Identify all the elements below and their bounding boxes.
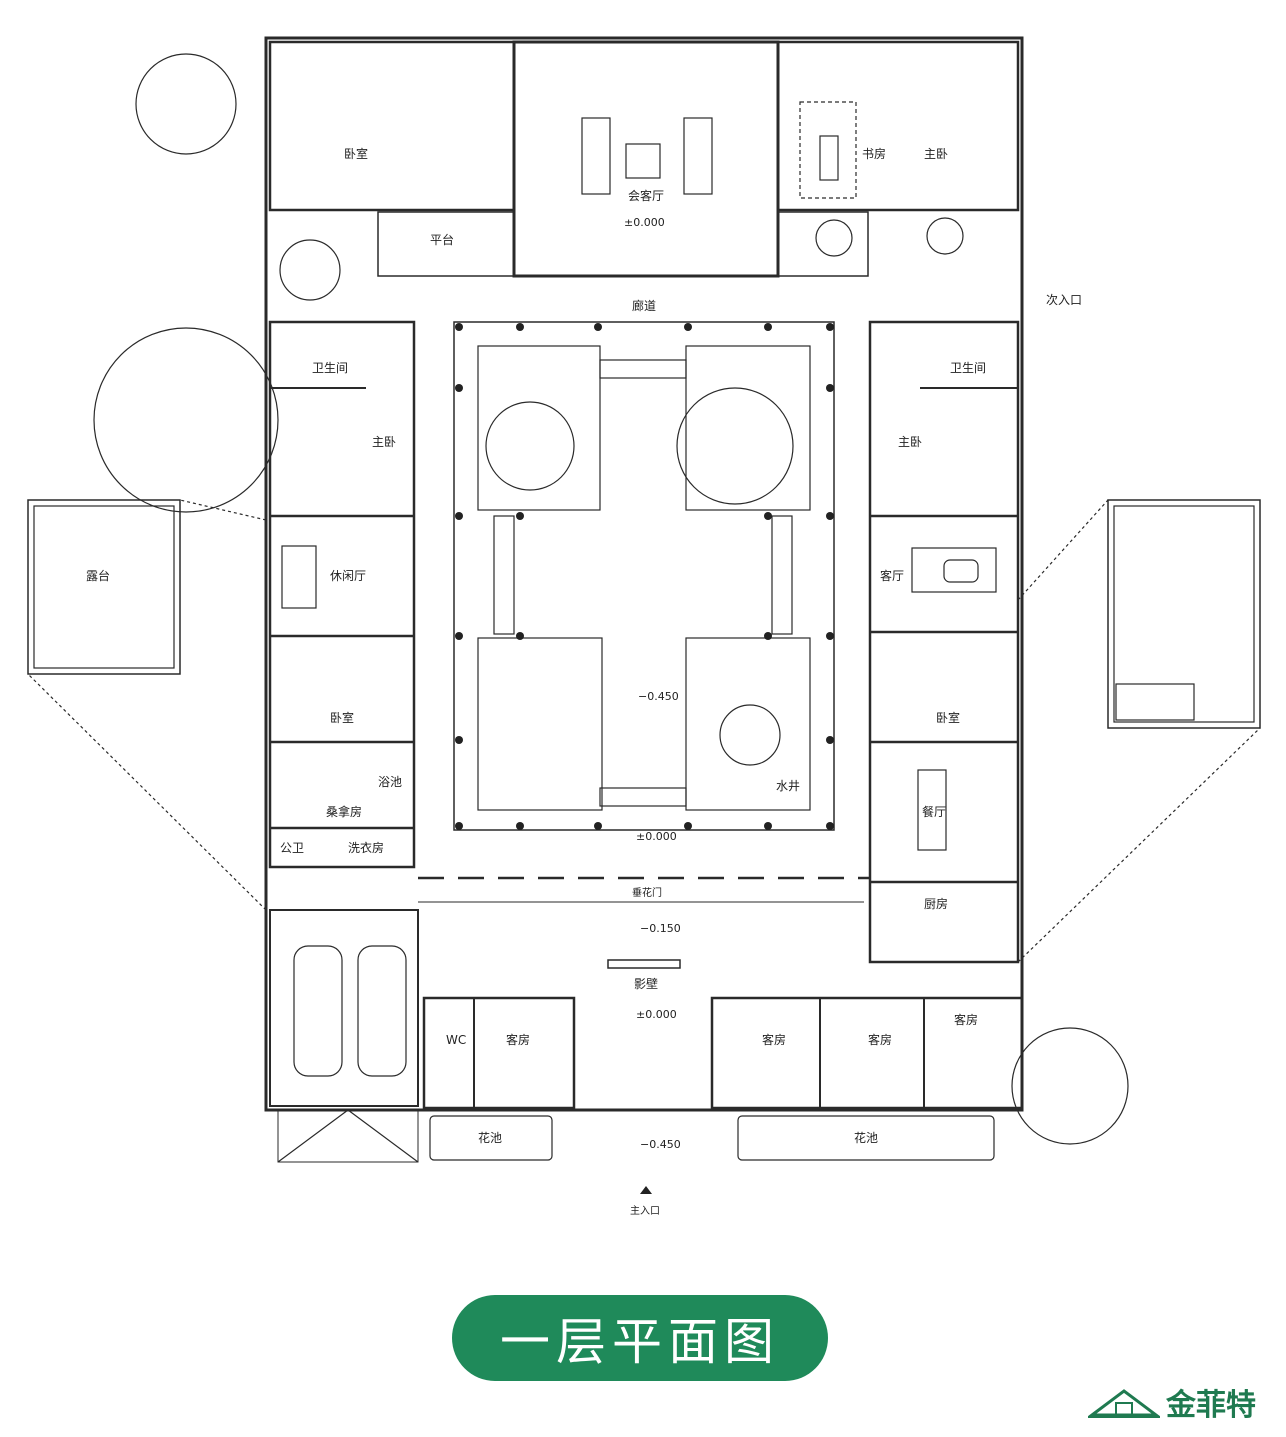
label-sauna: 桑拿房 [326,804,362,819]
meeting-hall-wall [512,40,780,278]
garage [269,909,419,1107]
elevation-court: −0.450 [638,690,679,703]
label-bath-w: 卫生间 [312,361,348,375]
label-platform: 平台 [430,232,454,247]
label-master-w: 主卧 [372,435,396,449]
elevation-entry: ±0.000 [636,1008,677,1021]
label-public-wc: 公卫 [280,841,304,855]
label-bedroom-e: 卧室 [936,710,960,725]
label-bedroom-w: 卧室 [330,710,354,725]
label-corridor: 廊道 [632,298,656,313]
label-bath-e: 卫生间 [950,361,986,375]
label-kitchen: 厨房 [924,896,948,911]
west-wing [268,320,416,869]
label-guest-4: 客房 [954,1012,978,1027]
screen-wall [607,959,681,969]
outer-wall [264,36,1024,1112]
platform-w [377,211,515,277]
courtyard [453,321,835,831]
label-water-well: 水井 [776,779,800,793]
nw-block [268,40,516,212]
label-bedroom-nw: 卧室 [344,146,368,161]
label-guest-2: 客房 [762,1032,786,1047]
entrance-arrow-icon [640,1186,652,1194]
label-wc: WC [446,1033,466,1047]
label-gate: 垂花门 [632,886,662,899]
car-1 [293,945,343,1077]
label-flower-bed-e: 花池 [854,1130,878,1145]
terrace-w [27,499,181,675]
flower-bed-e [737,1115,995,1161]
label-screen-wall: 影壁 [634,976,658,991]
label-master-e: 主卧 [898,435,922,449]
label-master-ne: 主卧 [924,147,948,161]
brand-name: 金菲特 [1166,1388,1256,1423]
house-logo-icon [1088,1389,1160,1418]
south-block-w [422,996,576,1110]
elevation-outside: −0.450 [640,1138,681,1151]
label-dining: 餐厅 [922,804,946,819]
label-side-entrance: 次入口 [1046,293,1082,307]
label-meeting-hall: 会客厅 [628,188,664,203]
east-wing [868,320,1020,964]
brand-logo: 金菲特 [1088,1382,1278,1423]
label-washroom: 洗衣房 [348,840,384,855]
flower-bed-w [429,1115,553,1161]
elevation-hall: ±0.000 [624,216,665,229]
label-study: 书房 [862,146,886,161]
elevation-gate: ±0.000 [636,830,677,843]
page-title: 一层平面图 [452,1295,828,1381]
label-main-entrance: 主入口 [630,1205,660,1217]
car-2 [357,945,407,1077]
platform-e [777,211,869,277]
label-living-room: 客厅 [880,568,904,583]
tree-icon [93,53,1129,1145]
label-guest-1: 客房 [506,1032,530,1047]
ne-block [776,40,1020,212]
label-terrace: 露台 [86,568,110,583]
label-leisure-hall: 休闲厅 [330,569,366,583]
label-bath-pool: 浴池 [378,775,402,789]
terrace-e [1107,499,1261,729]
label-flower-bed-w: 花池 [478,1130,502,1145]
label-guest-3: 客房 [868,1032,892,1047]
elevation-front: −0.150 [640,922,681,935]
